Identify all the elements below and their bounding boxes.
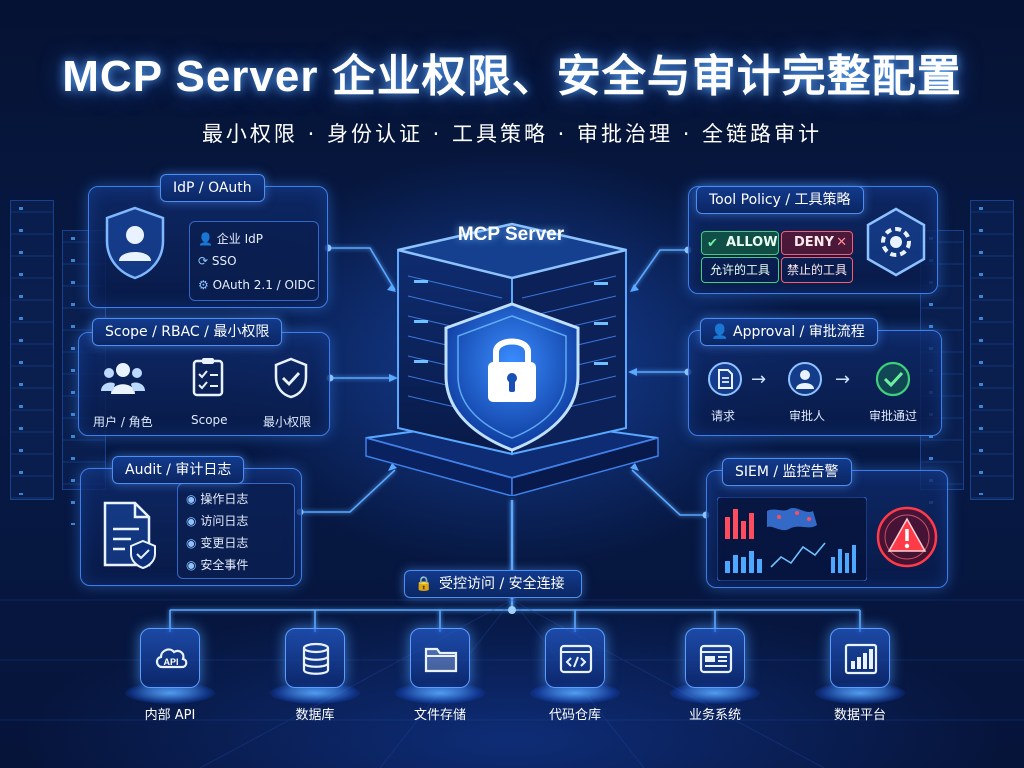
folder-icon [410,628,470,688]
idp-item-oauth: ⚙ OAuth 2.1 / OIDC [198,278,316,292]
approved-check-icon [875,361,911,397]
scope-title-tag: Scope / RBAC / 最小权限 [92,318,283,346]
shield-user-icon [103,205,167,281]
siem-panel [706,470,948,588]
user-icon: 👤 [711,324,729,340]
code-window-icon [545,628,605,688]
resource-code-repo: 代码仓库 [520,620,630,724]
wire-toolpolicy [631,249,688,291]
background-rack-right [970,200,1014,500]
wire-drops [169,610,861,632]
siem-title-tag: SIEM / 监控告警 [722,458,852,486]
approval-step-request: 请求 [711,409,736,423]
idp-title-tag: IdP / OAuth [160,174,265,202]
check-icon: ✔ [707,236,718,251]
resource-data-platform: 数据平台 [805,620,915,724]
approver-icon [787,361,823,397]
users-icon [101,361,145,395]
resource-label: 内部 API [144,708,196,723]
audit-item-access: ◉ 访问日志 [186,514,249,528]
resource-internal-api: API 内部 API [115,620,225,724]
tool-policy-title-tag: Tool Policy / 工具策略 [696,186,864,214]
allowed-tools-label: 允许的工具 [701,257,779,283]
user-icon: ◉ [186,536,197,550]
document-shield-icon [101,499,157,569]
audit-item-operation: ◉ 操作日志 [186,492,249,506]
page-title: MCP Server 企业权限、安全与审计完整配置 [62,52,962,101]
denied-tools-label: 禁止的工具 [781,257,853,283]
monitoring-dashboard-icon [717,497,867,581]
audit-item-change: ◉ 变更日志 [186,536,249,550]
arrow-right-icon: → [751,369,767,390]
wire-idp [328,247,396,291]
refresh-icon: ⟳ [198,254,209,268]
alert-warning-icon [875,505,939,569]
audit-panel: ◉ 操作日志 ◉ 访问日志 ◉ 变更日志 ◉ 安全事件 [80,468,302,586]
svg-text:API: API [163,657,178,667]
approval-step-approver: 审批人 [789,409,826,423]
approval-panel: → → 请求 审批人 审批通过 [688,330,942,436]
audit-list: ◉ 操作日志 ◉ 访问日志 ◉ 变更日志 ◉ 安全事件 [177,483,295,579]
mcp-server-label: MCP Server [457,224,565,245]
arrow-right-icon-2: → [835,369,851,390]
network-icon: ⚙ [198,278,209,292]
api-cloud-icon: API [140,628,200,688]
bar-chart-icon [830,628,890,688]
user-icon: ◉ [186,492,197,506]
wire-audit [300,469,396,513]
allow-badge: ✔ ALLOW [701,231,779,255]
scope-label-least-privilege: 最小权限 [263,415,312,429]
close-icon: ✕ [836,235,847,250]
audit-title-tag: Audit / 审计日志 [112,456,245,484]
user-icon: ◉ [186,558,197,572]
mcp-server-tower [356,206,668,496]
approval-title-tag: 👤 Approval / 审批流程 [700,318,878,346]
resource-label: 文件存储 [413,708,466,723]
background-rack-left [10,200,54,500]
browser-window-icon [685,628,745,688]
resource-database: 数据库 [260,620,370,724]
secure-connection-tag: 🔒 受控访问 / 安全连接 [404,570,582,598]
audit-item-security: ◉ 安全事件 [186,558,249,572]
gear-settings-icon [865,207,927,277]
wire-siem [631,469,706,516]
resource-label: 数据库 [295,708,335,723]
scope-panel: 用户 / 角色 Scope 最小权限 [78,332,330,436]
resource-label: 代码仓库 [548,708,601,723]
scope-label-scope: Scope [191,413,228,427]
resource-file-storage: 文件存储 [385,620,495,724]
idp-list: 👤 企业 IdP ⟳ SSO ⚙ OAuth 2.1 / OIDC [189,221,319,301]
database-icon [285,628,345,688]
approval-step-approved: 审批通过 [869,409,918,423]
user-icon: ◉ [186,514,197,528]
idp-panel: 👤 企业 IdP ⟳ SSO ⚙ OAuth 2.1 / OIDC [88,186,328,308]
user-icon: 👤 [198,232,213,246]
checklist-icon [191,357,225,397]
scope-label-roles: 用户 / 角色 [93,415,153,429]
page-subtitle: 最小权限 · 身份认证 · 工具策略 · 审批治理 · 全链路审计 [201,122,823,146]
idp-item-enterprise: 👤 企业 IdP [198,232,263,246]
request-document-icon [707,361,743,397]
lock-icon: 🔒 [415,576,433,592]
resource-label: 数据平台 [833,708,886,723]
resource-business-system: 业务系统 [660,620,770,724]
deny-badge: DENY ✕ [781,231,853,255]
shield-check-icon [273,357,309,399]
idp-item-sso: ⟳ SSO [198,254,237,268]
resource-label: 业务系统 [688,708,741,723]
